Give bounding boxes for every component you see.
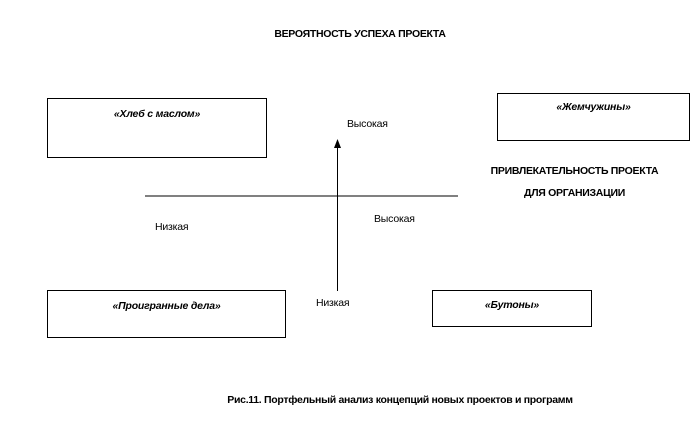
vertical-axis-low-label: Низкая bbox=[316, 297, 350, 309]
horizontal-axis-low-label: Низкая bbox=[155, 221, 189, 233]
quadrant-label: «Бутоны» bbox=[484, 299, 540, 311]
quadrant-bread-and-butter: «Хлеб с маслом» bbox=[47, 98, 267, 158]
quadrant-label: «Жемчужины» bbox=[556, 101, 631, 113]
quadrant-pearls: «Жемчужины» bbox=[497, 93, 690, 141]
horizontal-axis-title-line2: ДЛЯ ОРГАНИЗАЦИИ bbox=[524, 187, 625, 199]
quadrant-label: «Хлеб с маслом» bbox=[113, 108, 201, 120]
vertical-axis-high-label: Высокая bbox=[347, 118, 388, 130]
figure-caption: Рис.11. Портфельный анализ концепций нов… bbox=[227, 394, 573, 406]
diagram-title: ВЕРОЯТНОСТЬ УСПЕХА ПРОЕКТА bbox=[274, 28, 446, 40]
quadrant-lost-causes: «Проигранные дела» bbox=[47, 290, 286, 338]
horizontal-axis-title-line1: ПРИВЛЕКАТЕЛЬНОСТЬ ПРОЕКТА bbox=[490, 165, 659, 177]
horizontal-axis-high-label: Высокая bbox=[374, 213, 415, 225]
quadrant-buds: «Бутоны» bbox=[432, 290, 592, 327]
quadrant-label: «Проигранные дела» bbox=[112, 300, 221, 312]
vertical-axis-arrowhead bbox=[334, 139, 341, 148]
